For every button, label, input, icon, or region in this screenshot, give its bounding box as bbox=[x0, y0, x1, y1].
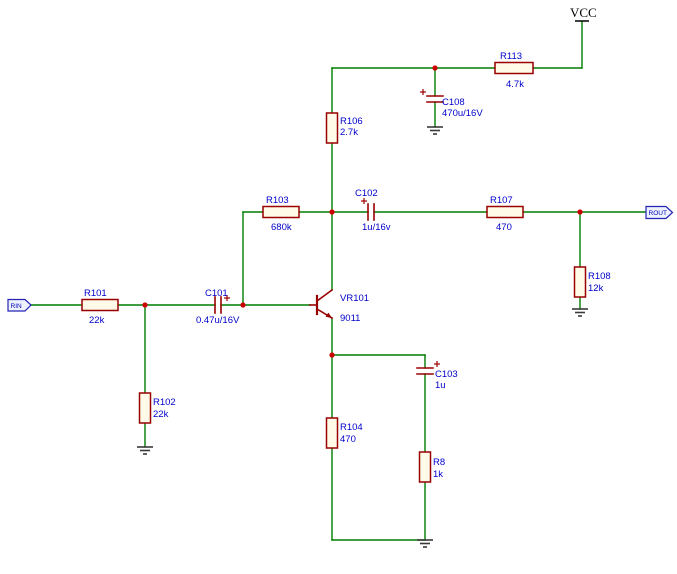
resistor-R104[interactable]: R104 470 bbox=[325, 417, 363, 449]
value-label: 4.7k bbox=[506, 79, 524, 90]
ref-label: R107 bbox=[490, 195, 513, 206]
value-label: 0.47u/16V bbox=[196, 315, 240, 326]
capacitor-C108[interactable]: C108 470u/16V bbox=[420, 89, 483, 119]
junction-dot bbox=[432, 65, 438, 71]
ground-symbol[interactable] bbox=[426, 126, 444, 135]
resistor-body bbox=[573, 266, 587, 298]
value-label: 1u bbox=[435, 380, 446, 391]
ref-label: R104 bbox=[340, 422, 363, 433]
junction-dot bbox=[240, 302, 246, 308]
junction-dot bbox=[329, 352, 335, 358]
port-rin[interactable]: RIN bbox=[7, 298, 32, 312]
emitter-arrow-icon bbox=[325, 312, 332, 318]
port-rout[interactable]: ROUT bbox=[645, 205, 674, 220]
ref-label: R102 bbox=[153, 397, 176, 408]
resistor-body bbox=[494, 61, 534, 75]
wire-net[interactable] bbox=[30, 21, 647, 541]
resistor-R107[interactable]: R107 470 bbox=[486, 195, 524, 233]
ref-label: R113 bbox=[500, 51, 522, 62]
ref-label: C102 bbox=[355, 188, 378, 199]
ref-label: R108 bbox=[588, 271, 611, 282]
ref-label: R8 bbox=[433, 457, 445, 468]
resistor-R101[interactable]: R101 22k bbox=[81, 288, 119, 326]
value-label: 470u/16V bbox=[442, 108, 483, 119]
ref-label: VR101 bbox=[340, 293, 369, 304]
capacitor-C103[interactable]: C103 1u bbox=[416, 361, 458, 391]
resistor-body bbox=[138, 392, 152, 424]
ref-label: R103 bbox=[266, 195, 289, 206]
vcc-power-port[interactable]: VCC bbox=[570, 5, 597, 22]
resistor-R102[interactable]: R102 22k bbox=[138, 392, 176, 424]
resistor-body bbox=[262, 205, 300, 219]
resistor-body bbox=[325, 112, 339, 144]
port-label: ROUT bbox=[649, 210, 667, 217]
value-label: 680k bbox=[271, 222, 292, 233]
vcc-label: VCC bbox=[570, 5, 597, 20]
ground-symbol[interactable] bbox=[136, 446, 154, 455]
ref-label: C101 bbox=[205, 288, 228, 299]
ref-label: R101 bbox=[84, 288, 107, 299]
resistor-body bbox=[81, 298, 119, 312]
resistor-R103[interactable]: R103 680k bbox=[262, 195, 300, 233]
value-label: 2.7k bbox=[340, 127, 358, 138]
junction-dot bbox=[142, 302, 148, 308]
resistor-R113[interactable]: R113 4.7k bbox=[494, 51, 534, 90]
value-label: 22k bbox=[153, 409, 169, 420]
resistor-R8[interactable]: R8 1k bbox=[418, 451, 446, 483]
junction-dots bbox=[142, 65, 583, 358]
ground-symbol[interactable] bbox=[416, 539, 434, 548]
resistor-R108[interactable]: R108 12k bbox=[573, 266, 611, 298]
value-label: 470 bbox=[340, 434, 356, 445]
collector-lead bbox=[315, 288, 334, 303]
junction-dot bbox=[329, 209, 335, 215]
junction-dot bbox=[577, 209, 583, 215]
resistor-body bbox=[486, 205, 524, 219]
value-label: 1u/16v bbox=[362, 222, 391, 233]
resistor-body bbox=[325, 417, 339, 449]
ref-label: C103 bbox=[435, 369, 458, 380]
resistor-body bbox=[418, 451, 432, 483]
value-label: 470 bbox=[496, 222, 512, 233]
resistor-R106[interactable]: R106 2.7k bbox=[325, 112, 363, 144]
port-shape bbox=[7, 298, 32, 312]
port-shape bbox=[645, 205, 674, 220]
capacitor-C102[interactable]: C102 1u/16v bbox=[355, 188, 391, 233]
transistor-VR101[interactable]: VR101 9011 bbox=[309, 288, 369, 324]
ref-label: C108 bbox=[442, 97, 465, 108]
port-label: RIN bbox=[11, 303, 23, 310]
ground-symbol[interactable] bbox=[571, 308, 589, 317]
ref-label: R106 bbox=[340, 116, 363, 127]
value-label: 1k bbox=[433, 469, 443, 480]
capacitor-C101[interactable]: C101 0.47u/16V bbox=[196, 288, 240, 326]
value-label: 9011 bbox=[340, 313, 360, 324]
value-label: 22k bbox=[89, 315, 105, 326]
value-label: 12k bbox=[588, 283, 604, 294]
